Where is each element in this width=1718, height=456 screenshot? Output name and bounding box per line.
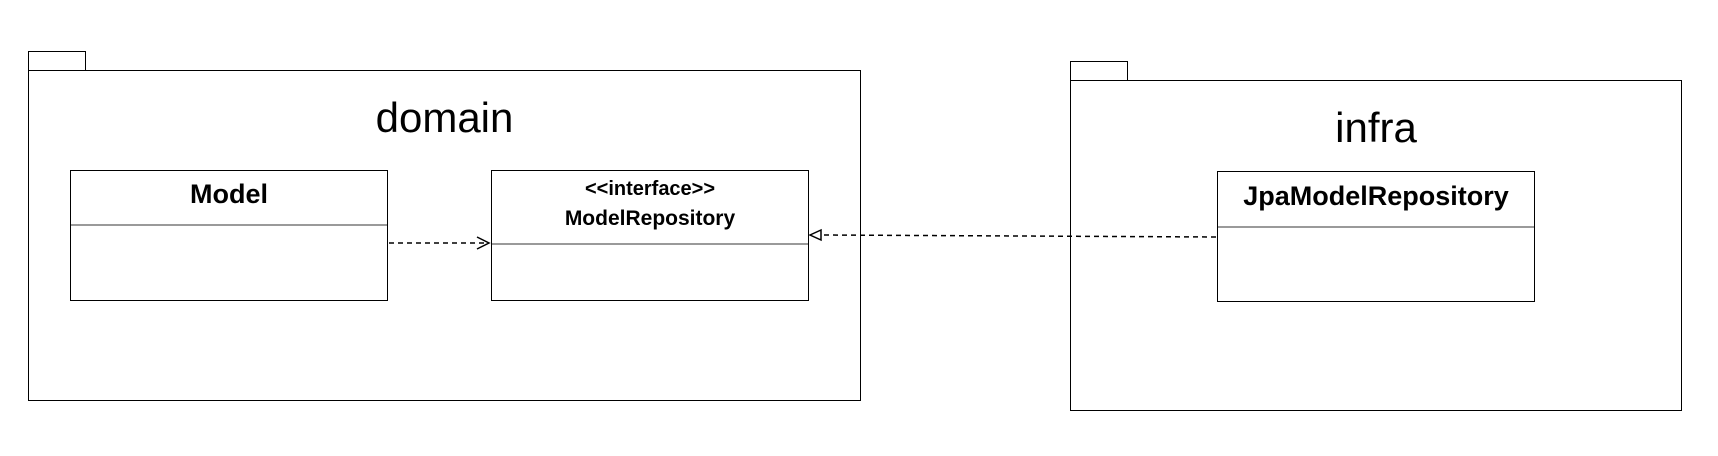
model-repository-name: ModelRepository — [564, 207, 736, 230]
model-repository-interface: <<interface>> ModelRepository — [491, 170, 809, 301]
model-class: Model — [70, 170, 388, 301]
dependency-arrow — [389, 236, 491, 250]
domain-package-name: domain — [375, 94, 514, 141]
jpa-model-repository-header: JpaModelRepository — [1218, 172, 1534, 228]
realization-arrow — [808, 228, 1217, 242]
model-class-header: Model — [71, 171, 387, 226]
model-class-name: Model — [190, 179, 268, 209]
interface-stereotype: <<interface>> — [584, 178, 716, 200]
model-repository-header: <<interface>> ModelRepository — [492, 171, 808, 245]
jpa-model-repository-class: JpaModelRepository — [1217, 171, 1535, 302]
infra-package-name: infra — [1335, 104, 1417, 151]
jpa-model-repository-name: JpaModelRepository — [1243, 181, 1509, 211]
